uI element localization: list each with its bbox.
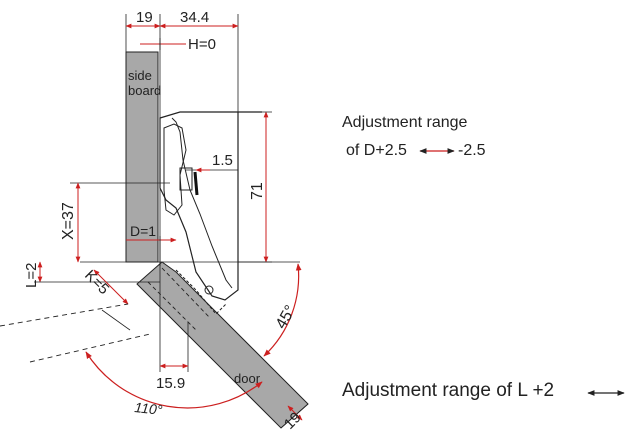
door-dashed-inner [161, 267, 211, 319]
hinge-pivot [204, 285, 214, 295]
hinge-arm-inner [171, 117, 233, 289]
dim-top-right-text: 34.4 [180, 9, 209, 26]
dim-height-text: 71 [249, 182, 266, 200]
adjust-d-title: Adjustment range [342, 114, 468, 131]
angle-full-text: 110° [134, 399, 164, 418]
door-open-dashed-2 [29, 333, 151, 363]
dim-d-text: D=1 [130, 223, 156, 239]
door-open-dashed-1 [0, 303, 129, 327]
dim-l-text: L=2 [23, 263, 40, 288]
hinge-black-mark [193, 171, 199, 196]
dim-top-left-text: 19 [136, 9, 153, 26]
adjust-l-text: Adjustment range of L +2 [342, 380, 555, 401]
hinge-cup [175, 269, 227, 315]
dim-door-19-arrow [287, 405, 303, 421]
adjust-d-left: of D+2.5 [346, 142, 407, 159]
dim-x-text: X=37 [60, 202, 77, 240]
dim-gap-text: 1.5 [212, 152, 233, 169]
dim-k-line [93, 269, 129, 305]
arc-110 [85, 351, 263, 409]
dim-h-text: H=0 [188, 36, 216, 53]
dim-k-ext [101, 309, 131, 331]
side-board-label-2: board [128, 83, 161, 98]
dim-k-text: K=5 [81, 267, 112, 298]
arc-45 [263, 263, 302, 357]
side-board [125, 51, 159, 263]
dim-offset-text: 15.9 [156, 375, 185, 392]
adjust-d-right: -2.5 [458, 142, 486, 159]
hinge-screw-block [179, 167, 193, 191]
door-label: door [234, 371, 261, 386]
hinge-arm [159, 111, 262, 301]
angle-open-text: 45° [273, 303, 300, 332]
side-board-label-1: side [128, 68, 152, 83]
